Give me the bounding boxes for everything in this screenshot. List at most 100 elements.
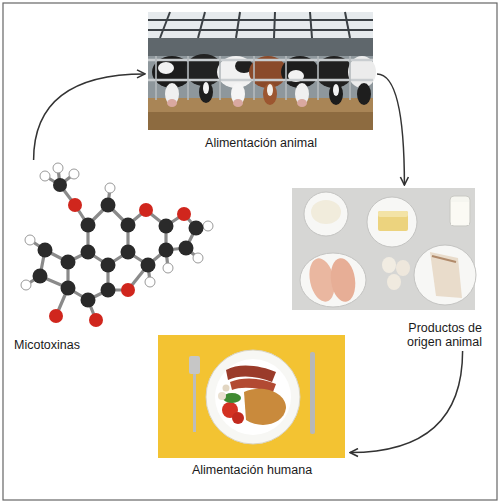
meal-photo	[215, 359, 291, 435]
meal-photo	[193, 372, 196, 432]
cow-barn-photo	[160, 12, 170, 38]
animal-products-photo	[292, 188, 476, 310]
meal-photo	[223, 385, 230, 392]
image-node: Alimentación humana	[154, 332, 350, 479]
molecule-model	[81, 293, 96, 308]
cow-barn-photo	[148, 12, 373, 38]
cow-barn-photo	[233, 99, 243, 107]
image-node: Alimentación animal	[145, 10, 377, 152]
animal-products-photo	[387, 274, 401, 290]
molecule-model	[53, 163, 63, 173]
cow-barn-photo	[148, 12, 373, 38]
molecule-model	[21, 163, 213, 327]
molecule-model	[33, 178, 204, 308]
molecule-model	[40, 171, 50, 181]
animal-products-photo	[396, 260, 410, 276]
cow-barn-photo	[199, 81, 213, 103]
meal-photo	[310, 352, 315, 434]
cow-barn-photo	[297, 99, 307, 107]
animal-products-photo	[292, 188, 475, 310]
molecule-model	[145, 277, 155, 287]
cow-barn-photo	[310, 12, 312, 38]
outer-frame	[3, 3, 497, 500]
cow-barn-photo	[219, 56, 221, 100]
cow-barn-photo	[148, 112, 373, 130]
cow-barn-photo	[333, 84, 339, 96]
molecule-model	[26, 168, 208, 320]
molecule-model	[61, 255, 76, 270]
cow-barn-photo	[187, 56, 189, 100]
cow-barn-photo	[267, 84, 273, 96]
animal-products-photo	[432, 256, 456, 262]
animal-products-photo	[414, 245, 476, 305]
animal-products-photo	[378, 211, 408, 217]
molecule-model	[53, 178, 67, 192]
meal-photo	[189, 356, 200, 374]
animal-products-photo	[451, 202, 469, 225]
flow-arrow	[377, 74, 404, 185]
molecule-model	[38, 243, 53, 258]
cow-barn-photo	[148, 29, 373, 31]
molecule-model	[139, 203, 153, 217]
animal-products-photo	[367, 197, 417, 247]
molecule-model	[101, 283, 116, 298]
meal-photo	[158, 335, 345, 458]
animal-products-photo	[311, 200, 341, 224]
molecule-model	[159, 243, 174, 258]
molecule-model	[121, 283, 135, 297]
cow-barn-photo	[156, 56, 350, 100]
cow-barn-photo	[285, 56, 287, 100]
image-node: Micotoxinas	[14, 160, 210, 354]
animal-products-photo	[430, 252, 462, 298]
meal-photo	[158, 335, 345, 458]
cow-barn-photo	[155, 56, 157, 100]
molecule-model	[121, 245, 136, 260]
node-caption: Alimentación animal	[145, 136, 377, 150]
cow-barn-photo	[167, 99, 177, 107]
molecule-model	[33, 269, 48, 284]
animal-products-photo	[378, 211, 408, 231]
molecule-model	[21, 163, 213, 290]
flow-arrow	[34, 74, 145, 160]
cow-barn-photo	[263, 83, 277, 105]
meal-photo	[218, 392, 226, 400]
molecule-model	[101, 198, 116, 213]
molecule-model	[69, 169, 79, 179]
molecule-model	[81, 245, 96, 260]
molecule-model	[179, 241, 194, 256]
animal-products-photo	[328, 257, 358, 304]
molecule-model	[49, 309, 63, 323]
molecule-model	[105, 183, 115, 193]
node-caption: Micotoxinas	[14, 338, 210, 352]
animal-products-photo	[450, 196, 470, 226]
cow-barn-photo	[148, 12, 376, 130]
molecule-model	[121, 218, 136, 233]
cow-barn-photo	[236, 12, 240, 38]
cow-barn-photo	[198, 12, 205, 38]
molecule-model	[159, 219, 174, 234]
molecule-model	[177, 207, 191, 221]
cow-barn-photo	[148, 60, 373, 80]
cow-barn-photo	[158, 62, 174, 74]
meal-photo	[206, 350, 300, 444]
molecule-model	[189, 221, 204, 236]
animal-products-photo	[300, 253, 366, 307]
meal-photo	[244, 389, 286, 425]
molecule-model	[141, 258, 156, 273]
cow-barn-photo	[349, 56, 351, 100]
cow-barn-photo	[148, 59, 373, 62]
cow-barn-photo	[357, 83, 371, 105]
molecule-model	[25, 235, 35, 245]
cow-barn-photo	[148, 19, 373, 21]
molecule-model	[193, 253, 203, 263]
cow-barn-photo	[148, 79, 373, 82]
cow-barn-photo	[317, 56, 319, 100]
molecule-model	[89, 313, 103, 327]
cow-barn-photo	[274, 12, 275, 38]
node-caption: Alimentación humana	[154, 463, 350, 477]
cow-barn-photo	[203, 82, 209, 94]
molecule-model	[21, 280, 31, 290]
